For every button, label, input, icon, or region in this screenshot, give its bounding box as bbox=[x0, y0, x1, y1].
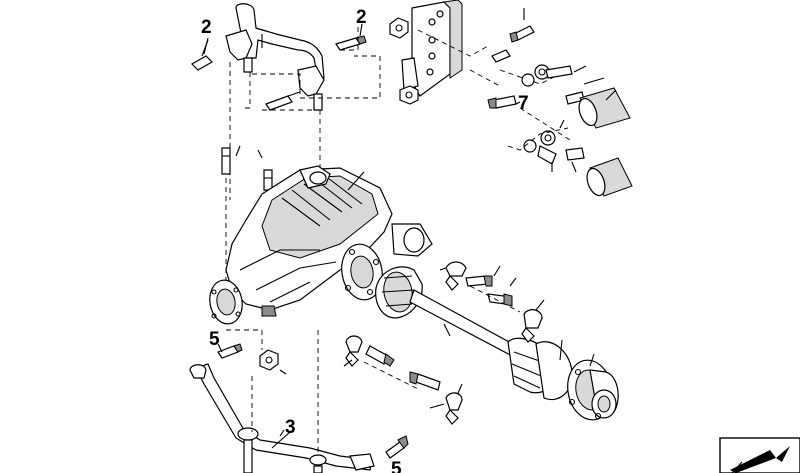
callout-5-right: 5 bbox=[391, 459, 402, 473]
hub-flange bbox=[567, 359, 619, 421]
stud-mid bbox=[263, 169, 273, 191]
nut-upper bbox=[389, 17, 409, 39]
bolt-7 bbox=[487, 95, 517, 109]
bolt-upper-left bbox=[191, 39, 213, 71]
mounting-plate bbox=[401, 0, 463, 97]
bolt-shaft-upper bbox=[465, 275, 493, 287]
callout-2-right: 2 bbox=[356, 7, 367, 28]
tube-lower bbox=[586, 157, 633, 197]
callout-5-left: 5 bbox=[209, 329, 220, 350]
callout-7: 7 bbox=[518, 93, 529, 114]
nut-lower-left bbox=[259, 349, 279, 371]
callout-3: 3 bbox=[285, 417, 296, 438]
differential-housing bbox=[225, 165, 433, 317]
nut-lower bbox=[399, 85, 419, 105]
link-bushing-upper bbox=[521, 64, 585, 105]
callout-2-left: 2 bbox=[201, 17, 212, 38]
crossmember bbox=[189, 363, 375, 473]
bolt-right-mid bbox=[491, 49, 511, 63]
left-output-flange bbox=[209, 279, 243, 325]
upper-mount-bracket bbox=[225, 3, 325, 111]
bolt-shaft-upper-2 bbox=[487, 293, 513, 307]
clip-lower-right bbox=[445, 392, 463, 425]
bolt-5-right bbox=[385, 435, 409, 459]
clip-upper-left bbox=[445, 261, 467, 291]
drive-shaft bbox=[375, 266, 573, 401]
arrow-nav-icon[interactable] bbox=[719, 437, 800, 473]
bolt-5-left bbox=[217, 343, 243, 359]
bolt-upper-mid bbox=[335, 35, 367, 51]
stud-left bbox=[221, 147, 231, 175]
bolt-bracket-lower bbox=[265, 91, 301, 111]
right-output-flange bbox=[341, 243, 383, 301]
bolt-right-top bbox=[509, 25, 535, 43]
bolt-shaft-lower-2 bbox=[409, 371, 441, 391]
link-bushing-lower bbox=[523, 130, 585, 165]
clip-upper-right bbox=[521, 309, 543, 343]
tube-upper bbox=[578, 87, 631, 129]
clip-lower-left bbox=[345, 335, 363, 367]
bolt-shaft-lower bbox=[365, 345, 395, 367]
